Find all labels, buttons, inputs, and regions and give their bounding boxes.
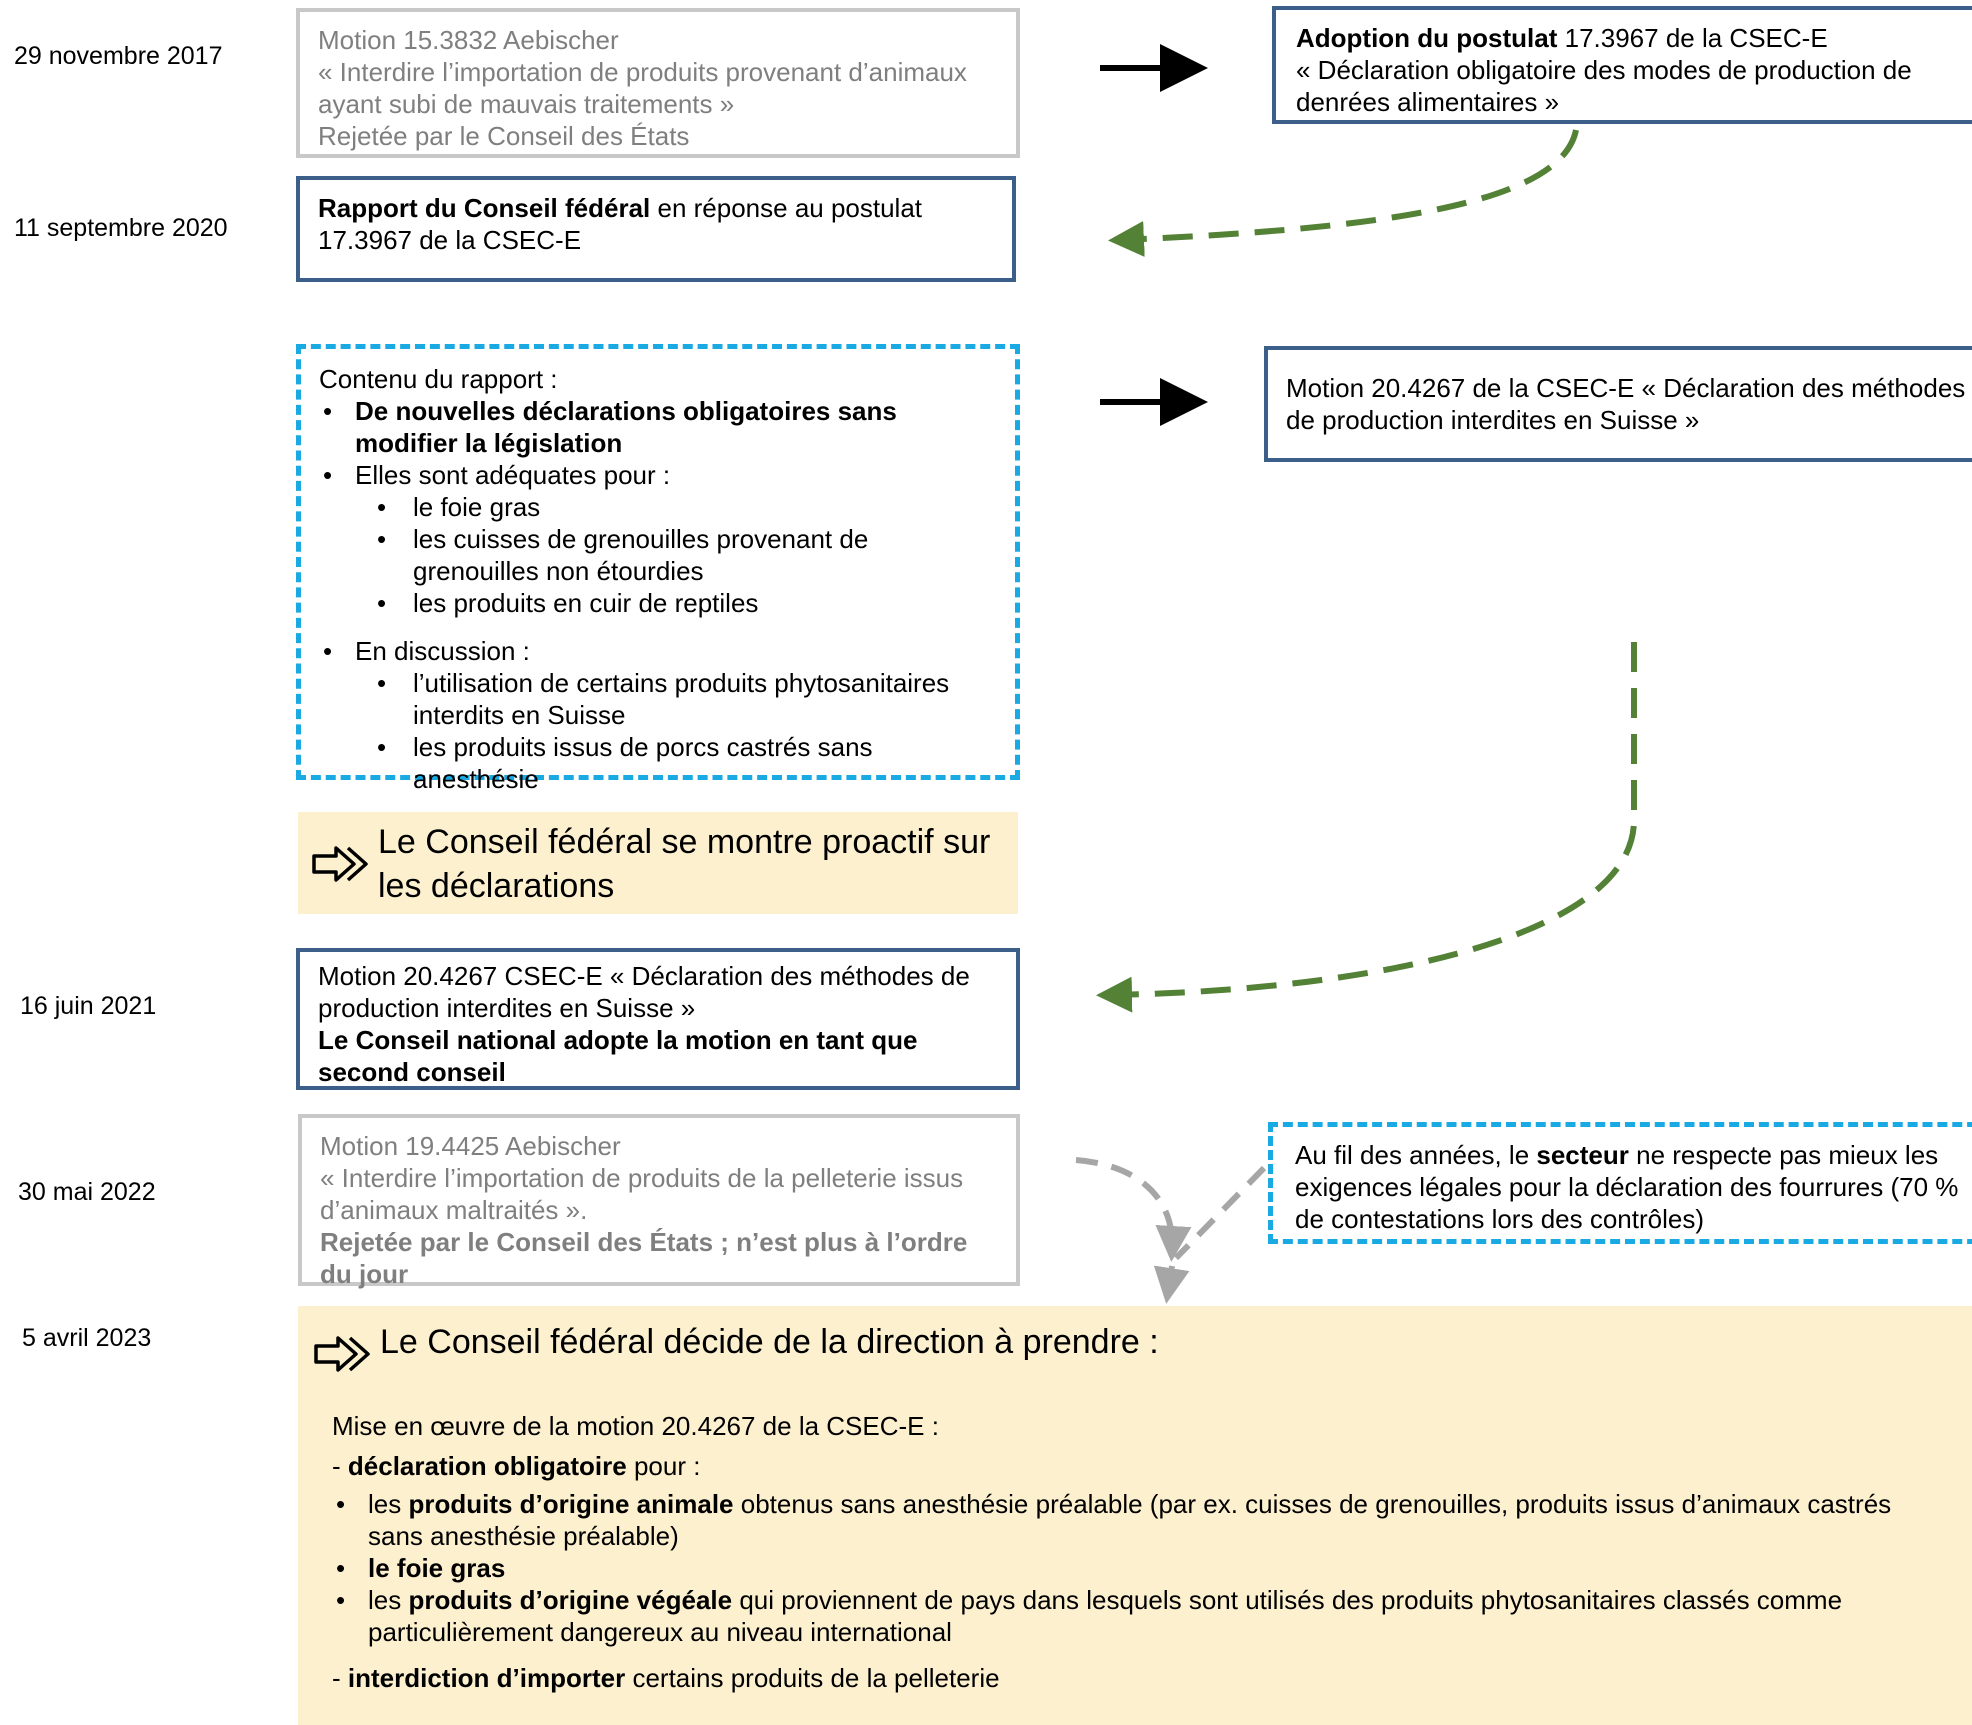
decision-intro: Mise en œuvre de la motion 20.4267 de la… xyxy=(332,1411,939,1441)
rapport-box: Rapport du Conseil fédéral en réponse au… xyxy=(296,176,1016,282)
decision-heading: Le Conseil fédéral décide de la directio… xyxy=(380,1323,1159,1361)
list-item: l’utilisation de certains produits phyto… xyxy=(319,667,997,731)
date-2023: 5 avril 2023 xyxy=(22,1324,152,1352)
list-item: Elles sont adéquates pour : xyxy=(319,459,997,491)
list-item: les produits d’origine végéale qui provi… xyxy=(332,1584,1952,1648)
green-dashed-arrow xyxy=(1108,129,1579,257)
list-item: les produits d’origine animale obtenus s… xyxy=(332,1488,1952,1552)
list-item: le foie gras xyxy=(319,491,997,523)
motion-20-4267-cn-box: Motion 20.4267 CSEC-E « Déclaration des … xyxy=(296,948,1020,1090)
list-item: les produits issus de porcs castrés sans… xyxy=(319,731,997,795)
motion-description: « Interdire l’importation de produits de… xyxy=(320,1163,964,1225)
postulat-box: Adoption du postulat 17.3967 de la CSEC-… xyxy=(1272,6,1972,124)
date-2022: 30 mai 2022 xyxy=(18,1178,156,1206)
secteur-text: Au fil des années, le secteur ne respect… xyxy=(1295,1140,1959,1234)
date-2021: 16 juin 2021 xyxy=(20,992,157,1020)
gray-dashed-arrow xyxy=(1153,1265,1190,1304)
date-2017: 29 novembre 2017 xyxy=(14,42,223,70)
list-item: les produits en cuir de reptiles xyxy=(319,587,997,619)
list-item: le foie gras xyxy=(332,1552,1952,1584)
motion-title: Motion 20.4267 CSEC-E « Déclaration des … xyxy=(318,961,970,1023)
postulat-description: « Déclaration obligatoire des modes de p… xyxy=(1296,55,1912,117)
postulat-title: Adoption du postulat 17.3967 de la CSEC-… xyxy=(1296,23,1828,53)
motion-15-3832-box: Motion 15.3832 Aebischer « Interdire l’i… xyxy=(296,8,1020,158)
secteur-box: Au fil des années, le secteur ne respect… xyxy=(1268,1122,1972,1244)
motion-description: « Interdire l’importation de produits pr… xyxy=(318,57,967,119)
hollow-arrow-icon xyxy=(314,1336,370,1372)
decision-declaration: - déclaration obligatoire pour : xyxy=(332,1451,701,1481)
proactif-callout: Le Conseil fédéral se montre proactif su… xyxy=(298,812,1018,914)
rapport-text: Rapport du Conseil fédéral en réponse au… xyxy=(318,193,923,255)
proactif-text: Le Conseil fédéral se montre proactif su… xyxy=(378,823,991,905)
motion-19-4425-box: Motion 19.4425 Aebischer « Interdire l’i… xyxy=(298,1114,1020,1289)
motion-title: Motion 15.3832 Aebischer xyxy=(318,25,619,55)
list-item: De nouvelles déclarations obligatoires s… xyxy=(319,395,997,459)
contenu-rapport-box: Contenu du rapport : De nouvelles déclar… xyxy=(296,344,1020,794)
decision-body: Mise en œuvre de la motion 20.4267 de la… xyxy=(332,1410,1952,1694)
hollow-arrow-icon xyxy=(312,846,368,882)
motion-status: Le Conseil national adopte la motion en … xyxy=(318,1025,918,1087)
motion-20-4267-box: Motion 20.4267 de la CSEC-E « Déclaratio… xyxy=(1264,346,1972,462)
gray-dashed-arrow xyxy=(1075,1157,1192,1262)
motion-text: Motion 20.4267 de la CSEC-E « Déclaratio… xyxy=(1286,373,1966,435)
motion-title: Motion 19.4425 Aebischer xyxy=(320,1131,621,1161)
decision-box: Le Conseil fédéral décide de la directio… xyxy=(298,1306,1972,1725)
list-item: En discussion : xyxy=(319,635,997,667)
motion-status: Rejetée par le Conseil des États xyxy=(318,121,690,151)
decision-list: les produits d’origine animale obtenus s… xyxy=(332,1488,1952,1648)
motion-status: Rejetée par le Conseil des États ; n’est… xyxy=(320,1227,968,1289)
date-2020: 11 septembre 2020 xyxy=(14,214,228,242)
contenu-title: Contenu du rapport : xyxy=(319,364,558,394)
gray-dashed-arrow xyxy=(1173,1165,1267,1261)
list-item: les cuisses de grenouilles provenant de … xyxy=(319,523,997,587)
contenu-list: De nouvelles déclarations obligatoires s… xyxy=(319,395,997,795)
green-dashed-arrow xyxy=(1096,642,1637,1013)
decision-ban: - interdiction d’importer certains produ… xyxy=(332,1663,1000,1693)
